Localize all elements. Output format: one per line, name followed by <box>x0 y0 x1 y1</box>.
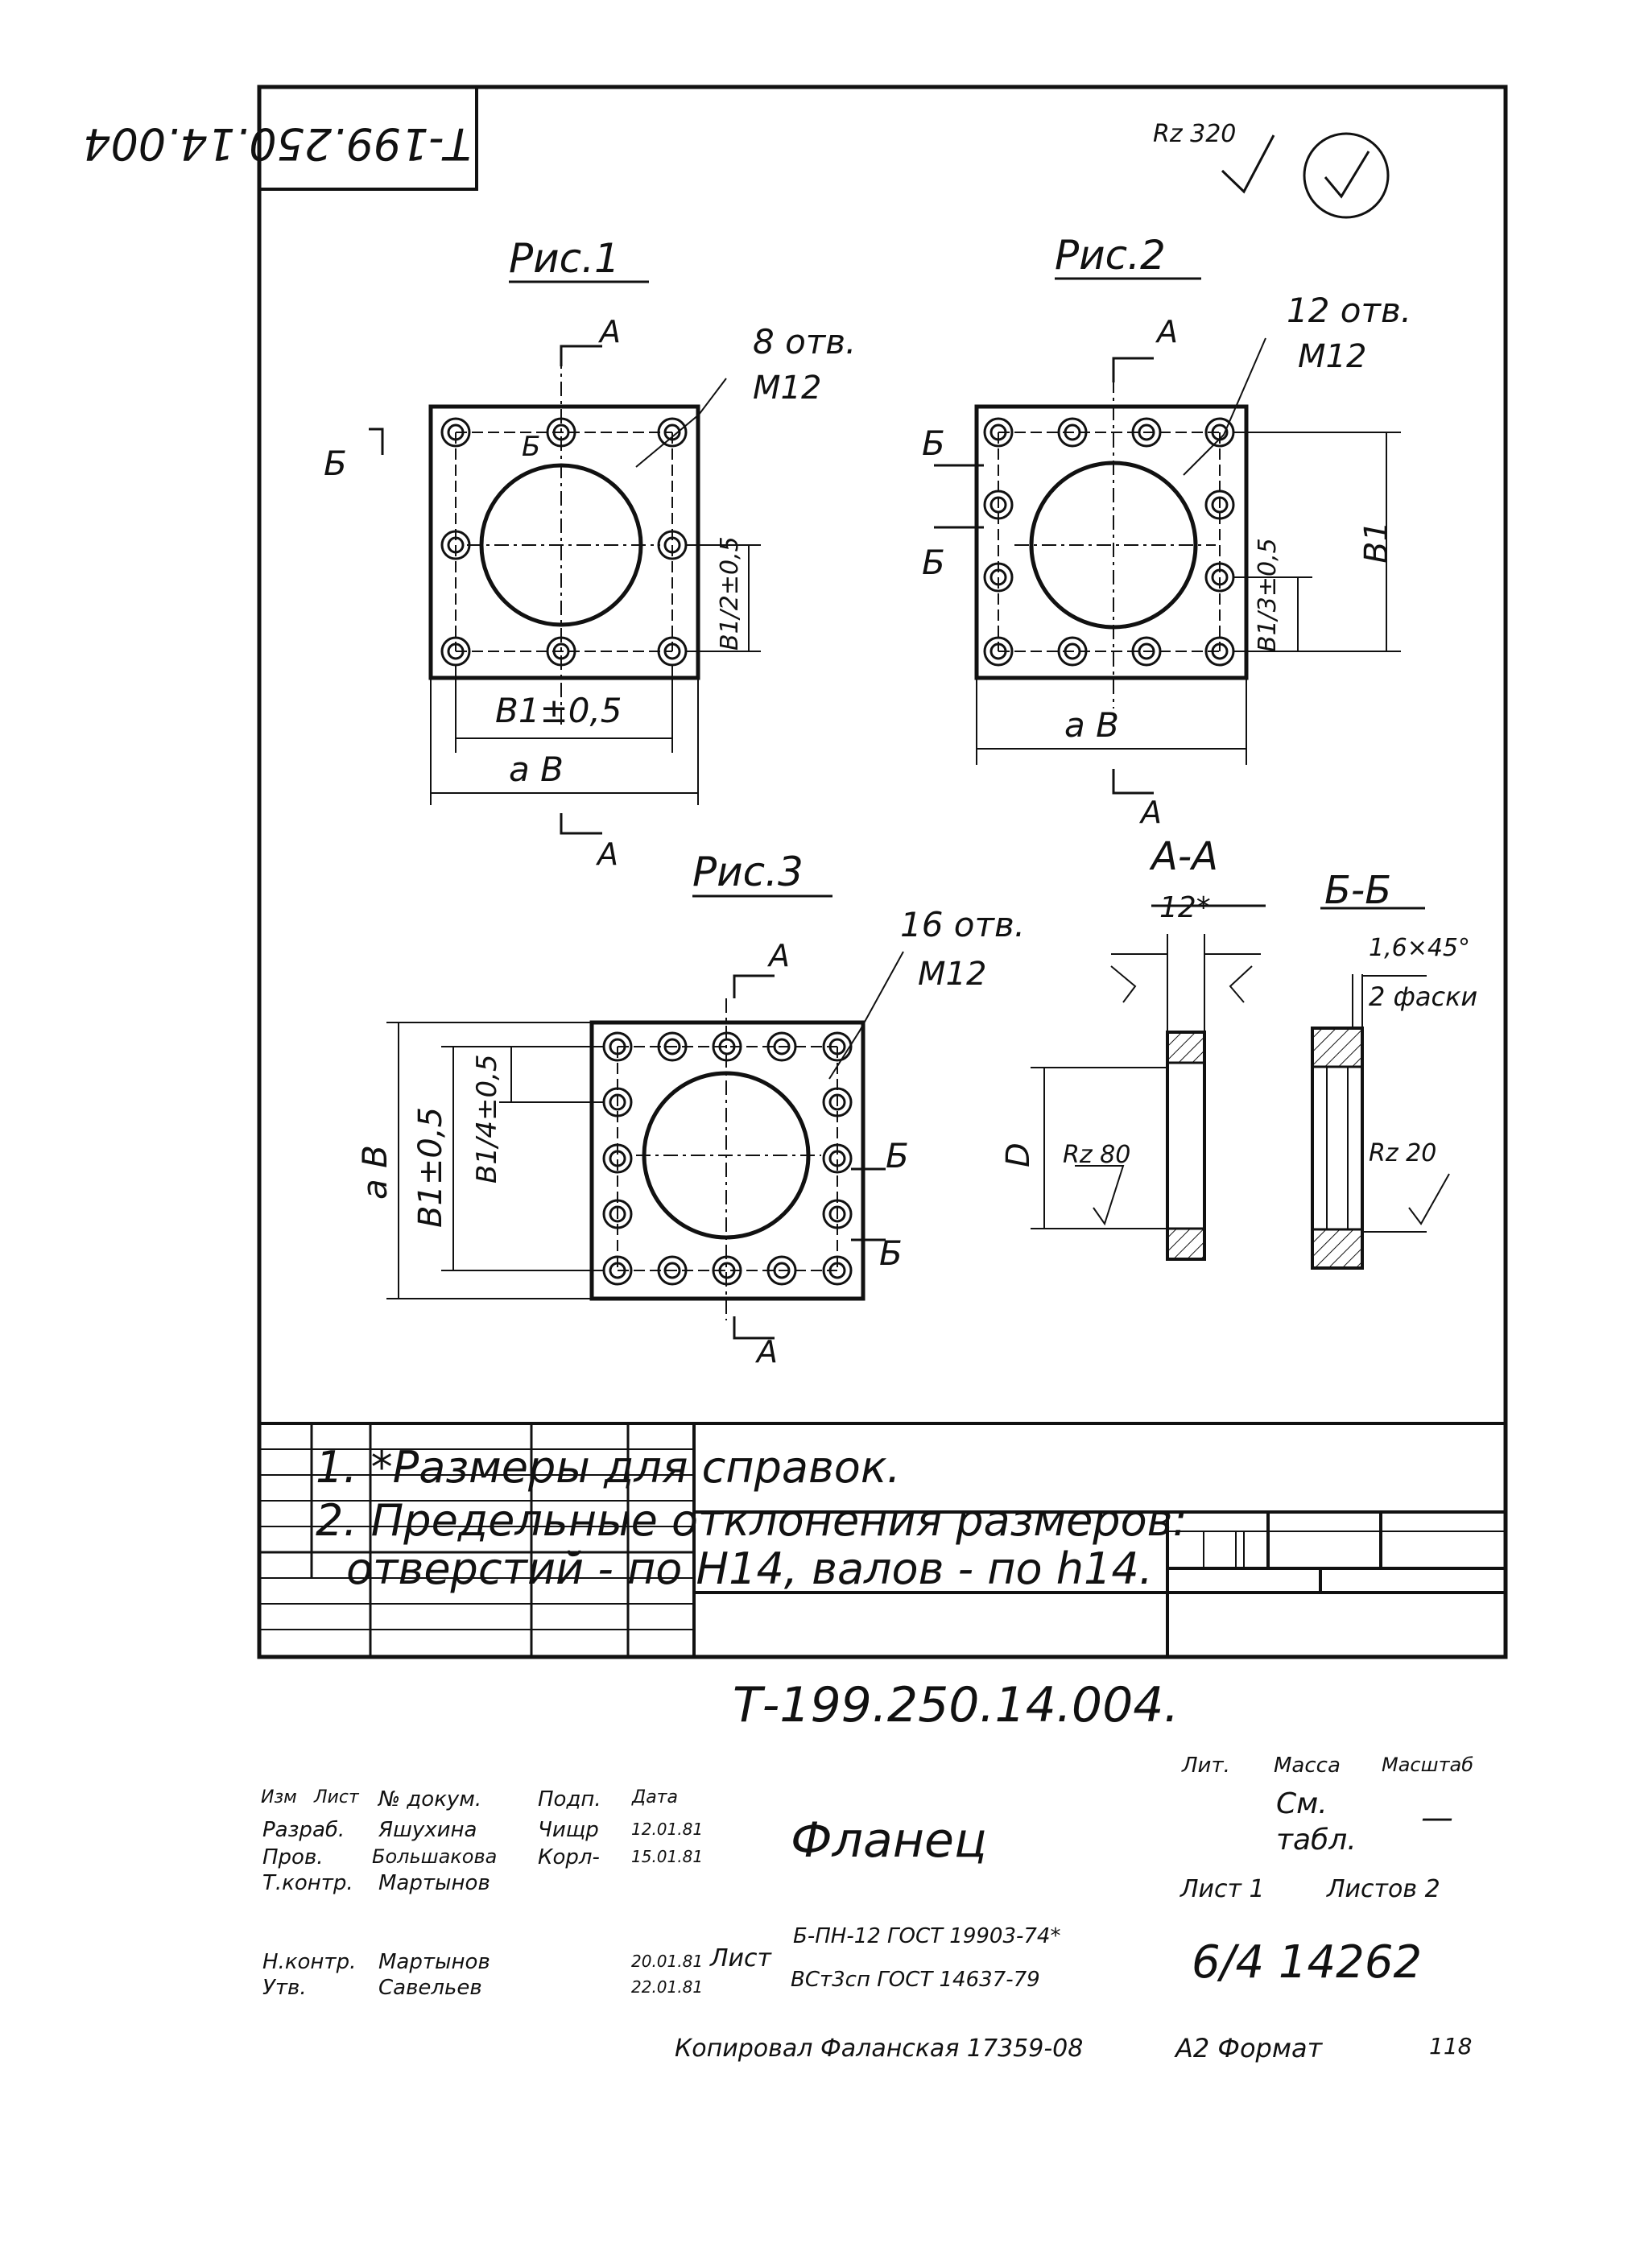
fig3-dim-side: В1/4±0,5 <box>471 1054 503 1184</box>
corner-code: Т-199.250.14.004 <box>83 118 471 169</box>
tb-role-norm-control: Н.контр. <box>262 1950 357 1974</box>
figure-1-flange <box>369 345 761 835</box>
fig1-dim-side: В1/2±0,5 <box>716 536 744 651</box>
fig3-title: Рис.3 <box>692 849 804 895</box>
figure-3-flange <box>386 951 904 1340</box>
footer-format: А2 Формат <box>1175 2033 1323 2064</box>
note-2: 2. Предельные отклонения размеров: <box>316 1495 1188 1546</box>
section-bb-chamfer-note: 2 фаски <box>1369 981 1478 1012</box>
fig1-section-a-top: А <box>600 314 621 349</box>
fig3-section-a-bottom: А <box>757 1334 778 1369</box>
tb-material-line1: Б-ПН-12 ГОСТ 19903-74* <box>793 1924 1061 1948</box>
fig1-dim-b1: В1±0,5 <box>495 691 622 730</box>
tb-scale-label: Масштаб <box>1382 1754 1474 1776</box>
fig3-dim-ab: а В <box>355 1145 395 1200</box>
tb-col-sign: Подп. <box>538 1787 601 1812</box>
fig2-thread-label: М12 <box>1298 338 1367 375</box>
section-bb-title: Б-Б <box>1324 868 1392 913</box>
fig2-holes-label: 12 отв. <box>1287 291 1412 330</box>
fig1-dim-ab: а В <box>509 750 564 789</box>
tb-date-4: 20.01.81 <box>631 1952 704 1971</box>
tb-material-line2: ВСт3сп ГОСТ 14637-79 <box>791 1968 1040 1992</box>
section-bb-chamfer: 1,6×45° <box>1369 934 1471 962</box>
sheet-frame <box>257 85 1508 1659</box>
fig2-dim-ab: а В <box>1064 705 1119 745</box>
section-aa-title: А-А <box>1151 834 1218 879</box>
fig1-section-b-left: Б <box>324 444 347 483</box>
section-aa-diameter: D <box>1000 1142 1037 1167</box>
tb-sheets-label: Листов 2 <box>1327 1875 1440 1903</box>
fig3-section-b-lower: Б <box>879 1233 903 1273</box>
fig2-section-a-top: А <box>1157 314 1178 349</box>
footer-copied: Копировал Фаланская 17359-08 <box>675 2035 1084 2063</box>
fig1-holes-label: 8 отв. <box>753 322 857 361</box>
tb-name-developer: Яшухина <box>378 1818 477 1842</box>
tb-mass-value: См. табл. <box>1276 1787 1357 1857</box>
fig2-section-b-upper: Б <box>922 423 945 463</box>
fig3-section-b-upper: Б <box>886 1136 909 1175</box>
tb-date-2: 15.01.81 <box>631 1847 704 1866</box>
fig2-section-a-bottom: А <box>1141 795 1162 830</box>
tb-col-doc: № докум. <box>378 1787 482 1812</box>
roughness-symbol <box>1221 134 1275 194</box>
tb-role-approved: Утв. <box>262 1976 307 2000</box>
fig1-thread-label: М12 <box>753 370 822 407</box>
section-aa-roughness: Rz 80 <box>1063 1141 1131 1169</box>
tb-name-checker: Большакова <box>372 1845 498 1868</box>
tb-role-checker: Пров. <box>262 1845 324 1869</box>
corner-code-box <box>259 87 478 191</box>
figure-2-flange <box>934 337 1401 795</box>
fig1-section-b-inner: Б <box>522 431 541 463</box>
footer-page: 118 <box>1429 2033 1473 2059</box>
fig3-section-a-top: А <box>769 938 790 973</box>
tb-mass-label: Масса <box>1274 1754 1341 1778</box>
roughness-circle <box>1303 132 1390 219</box>
title-block-left-grid <box>259 1423 694 1657</box>
section-bb-roughness: Rz 20 <box>1369 1139 1437 1167</box>
section-aa-thickness: 12* <box>1159 891 1211 924</box>
tb-date-5: 22.01.81 <box>631 1977 704 1997</box>
tb-designation: Т-199.250.14.004. <box>733 1677 1179 1733</box>
fig2-section-b-lower: Б <box>922 543 945 582</box>
fig2-dim-side: В1/3±0,5 <box>1254 538 1282 652</box>
fig1-section-a-bottom: А <box>597 837 618 872</box>
section-b-b <box>1311 907 1450 1270</box>
tb-signature-1: Чищр <box>538 1818 599 1842</box>
fig3-thread-label: М12 <box>918 956 987 993</box>
fig3-dim-b1: В1±0,5 <box>412 1106 449 1228</box>
tb-org-code: 6/4 14262 <box>1192 1936 1423 1989</box>
tb-date-1: 12.01.81 <box>631 1820 704 1839</box>
tb-signature-2: Корл- <box>538 1845 600 1869</box>
tb-scale-value: — <box>1421 1799 1453 1836</box>
tb-name-tech-control: Мартынов <box>378 1871 490 1895</box>
tb-lit-label: Лит. <box>1182 1754 1230 1778</box>
tb-col-list: Лист <box>314 1787 359 1807</box>
tb-col-date: Дата <box>632 1787 678 1807</box>
fig1-title: Рис.1 <box>509 235 620 282</box>
fig3-holes-label: 16 отв. <box>900 905 1026 944</box>
title-block-grid <box>259 1422 1506 1657</box>
tb-role-tech-control: Т.контр. <box>262 1871 353 1895</box>
tb-material-prefix: Лист <box>710 1944 772 1973</box>
note-2-cont: отверстий - по Н14, валов - по h14. <box>346 1543 1153 1594</box>
tb-name-norm-control: Мартынов <box>378 1950 490 1974</box>
fig2-title: Рис.2 <box>1055 232 1166 279</box>
note-1: 1. *Размеры для справок. <box>316 1442 901 1493</box>
roughness-general: Rz 320 <box>1153 120 1237 148</box>
tb-sheet-label: Лист 1 <box>1180 1875 1265 1903</box>
tb-role-developer: Разраб. <box>262 1818 345 1842</box>
section-a-a <box>1031 904 1266 1261</box>
fig2-dim-b1-side: В1 <box>1358 521 1395 564</box>
tb-name-approved: Савельев <box>378 1976 482 2000</box>
tb-col-izm: Изм <box>261 1787 297 1807</box>
tb-name: Фланец <box>791 1812 987 1869</box>
